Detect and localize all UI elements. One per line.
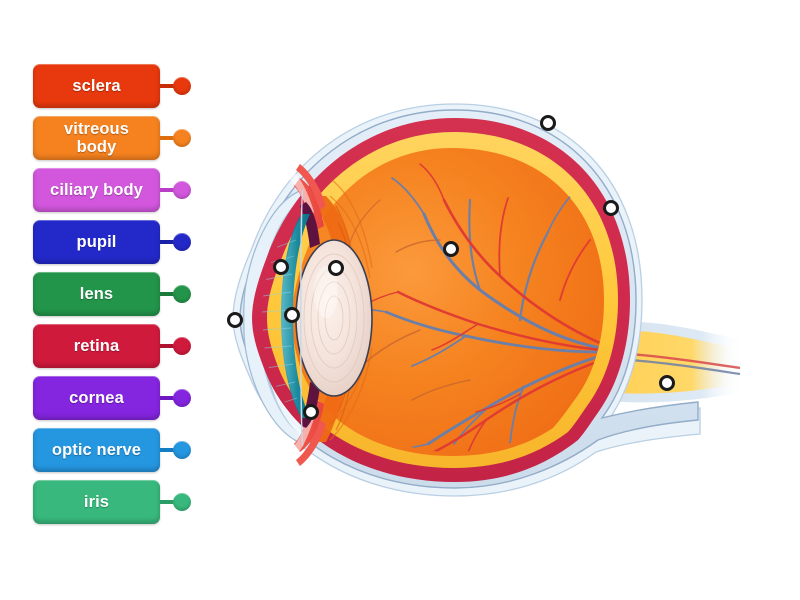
connector-dot-cornea[interactable] [173,389,191,407]
hotspot-iris[interactable] [273,259,289,275]
retinal-vessels [330,163,604,452]
connector-dot-ciliary-body[interactable] [173,181,191,199]
label-text-sclera: sclera [72,77,121,95]
label-box-sclera[interactable]: sclera [33,64,160,108]
connector-line-cornea [160,396,180,400]
label-box-iris[interactable]: iris [33,480,160,524]
connector-dot-sclera[interactable] [173,77,191,95]
label-text-optic-nerve: optic nerve [51,441,142,459]
hotspot-ciliary-body[interactable] [303,404,319,420]
label-row-ciliary-body[interactable]: ciliary body [33,168,208,212]
label-text-ciliary-body: ciliary body [50,181,143,199]
label-box-pupil[interactable]: pupil [33,220,160,264]
label-row-vitreous-body[interactable]: vitreous body [33,116,208,160]
label-list: sclera vitreous body ciliary body pupil [33,64,208,532]
label-text-cornea: cornea [69,389,124,407]
connector-line-vitreous-body [160,136,180,140]
label-row-retina[interactable]: retina [33,324,208,368]
hotspot-pupil[interactable] [284,307,300,323]
hotspot-vitreous-body[interactable] [443,241,459,257]
label-box-ciliary-body[interactable]: ciliary body [33,168,160,212]
hotspot-sclera[interactable] [540,115,556,131]
connector-dot-retina[interactable] [173,337,191,355]
sclera-outer [232,103,701,497]
label-box-cornea[interactable]: cornea [33,376,160,420]
label-row-optic-nerve[interactable]: optic nerve [33,428,208,472]
ciliary-muscle-top [294,178,324,232]
connector-line-pupil [160,240,180,244]
label-text-retina: retina [73,337,120,355]
hotspot-lens[interactable] [328,260,344,276]
hotspot-optic-nerve[interactable] [659,375,675,391]
globe-interior [252,118,630,482]
connector-dot-pupil[interactable] [173,233,191,251]
connector-line-iris [160,500,180,504]
posterior-chamber-top [300,202,320,248]
ciliary-body-region [302,179,373,442]
label-box-optic-nerve[interactable]: optic nerve [33,428,160,472]
hotspot-cornea[interactable] [227,312,243,328]
connector-dot-optic-nerve[interactable] [173,441,191,459]
label-text-vitreous-body: vitreous body [64,120,129,156]
connector-dot-iris[interactable] [173,493,191,511]
connector-dot-vitreous-body[interactable] [173,129,191,147]
label-box-vitreous-body[interactable]: vitreous body [33,116,160,160]
label-row-pupil[interactable]: pupil [33,220,208,264]
label-row-iris[interactable]: iris [33,480,208,524]
label-box-retina[interactable]: retina [33,324,160,368]
connector-line-sclera [160,84,180,88]
connector-dot-lens[interactable] [173,285,191,303]
connector-line-retina [160,344,180,348]
connector-line-optic-nerve [160,448,180,452]
label-box-lens[interactable]: lens [33,272,160,316]
label-row-lens[interactable]: lens [33,272,208,316]
connector-line-ciliary-body [160,188,180,192]
label-text-pupil: pupil [76,233,117,251]
label-text-lens: lens [79,285,114,303]
hotspot-retina[interactable] [603,200,619,216]
connector-line-lens [160,292,180,296]
label-text-iris: iris [83,493,110,511]
label-row-sclera[interactable]: sclera [33,64,208,108]
label-row-cornea[interactable]: cornea [33,376,208,420]
optic-nerve-group [595,321,745,403]
